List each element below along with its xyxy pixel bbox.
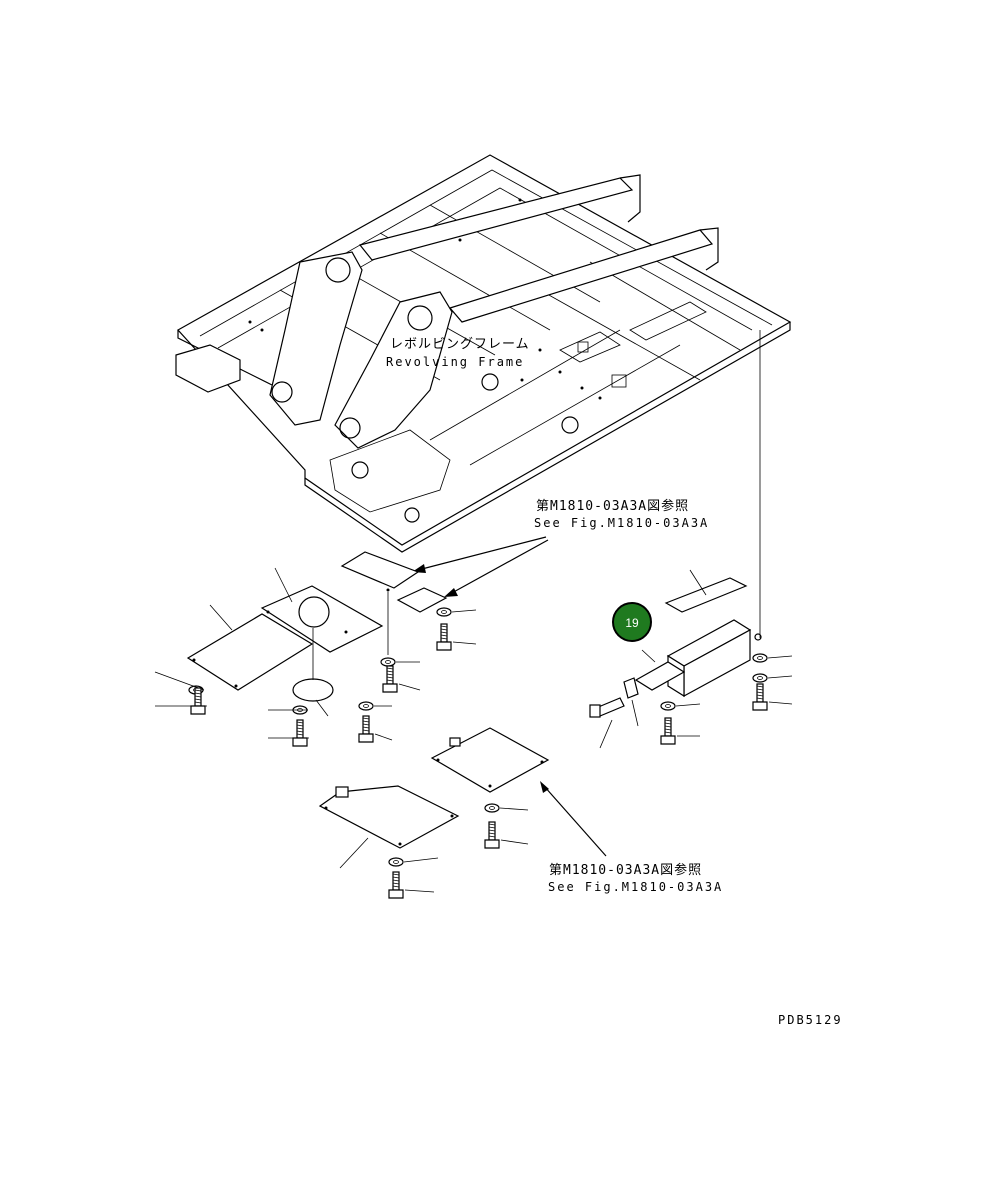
- washer: [380, 657, 420, 667]
- bolt: [268, 719, 309, 747]
- washer: [358, 701, 392, 711]
- cover-plate-lower-left: [318, 785, 460, 869]
- washer: [484, 803, 529, 813]
- reference-lower-jp: 第M1810-03A3A図参照: [549, 862, 702, 878]
- callout-number: 19: [625, 616, 639, 630]
- frame-label-en: Revolving Frame: [386, 355, 524, 369]
- washer: [752, 673, 793, 683]
- clip: [623, 677, 639, 727]
- bolt: [484, 821, 529, 849]
- reference-upper-en: See Fig.M1810-03A3A: [534, 516, 709, 530]
- washer: [268, 705, 308, 715]
- washer: [752, 653, 793, 663]
- reference-lower-arrow: [540, 781, 607, 857]
- bolt: [436, 623, 477, 651]
- bolts-group: [154, 607, 793, 899]
- bolt: [382, 665, 421, 693]
- cover-plate-lower-right: [430, 727, 550, 793]
- cover-plate-left: [186, 567, 384, 691]
- right-cover-box: [634, 330, 762, 698]
- reference-upper-plates: [340, 551, 448, 655]
- round-cover: [292, 628, 334, 717]
- drawing-code: PDB5129: [778, 1013, 843, 1027]
- bolt: [660, 717, 700, 745]
- callout-19[interactable]: 19: [612, 602, 652, 642]
- frame-label-jp: レボルビングフレーム: [390, 337, 530, 352]
- reference-upper-jp: 第M1810-03A3A図参照: [536, 498, 689, 514]
- side-bolt: [589, 697, 625, 749]
- bolt: [388, 871, 435, 899]
- bolt: [358, 715, 393, 743]
- bolt: [752, 683, 793, 711]
- washer: [388, 857, 439, 867]
- reference-upper-arrows: [412, 536, 549, 597]
- bolt: [155, 687, 207, 715]
- revolving-frame: [175, 154, 792, 553]
- washer: [660, 701, 701, 711]
- reference-lower-en: See Fig.M1810-03A3A: [548, 880, 723, 894]
- washer: [436, 607, 477, 617]
